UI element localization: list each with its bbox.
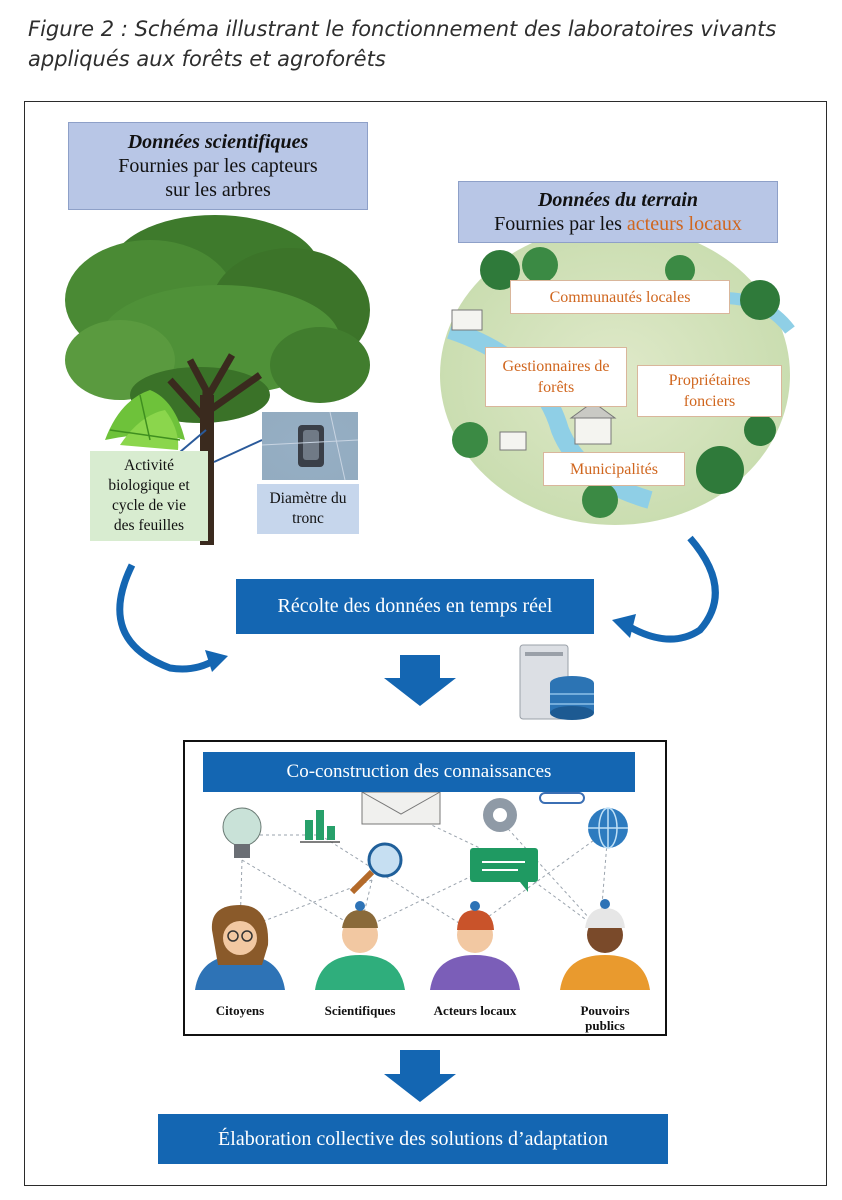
server-database-icon <box>519 644 594 720</box>
cloud-icon <box>539 792 585 804</box>
bar-chart-icon <box>300 810 340 843</box>
coconstruction-title: Co-construction des connaissances <box>203 752 635 792</box>
scientific-data-box: Données scientifiques Fournies par les c… <box>68 122 368 210</box>
collective-solutions-box: Élaboration collective des solutions d’a… <box>158 1114 668 1164</box>
actor-municipalities: Municipalités <box>543 452 685 486</box>
actor-owners-line: fonciers <box>683 393 736 410</box>
terrain-data-box: Données du terrain Fournies par les acte… <box>458 181 778 243</box>
scientific-data-title: Données scientifiques <box>127 131 309 153</box>
actor-managers-line: Gestionnaires de <box>502 358 610 375</box>
leaf-label-line: biologique et <box>108 477 190 494</box>
lightbulb-icon <box>222 807 262 858</box>
tree-icon <box>65 215 370 545</box>
scientific-data-line-2: sur les arbres <box>165 179 271 201</box>
terrain-line-prefix: Fournies par les <box>494 213 627 235</box>
actor-communities: Communautés locales <box>510 280 730 314</box>
citizens-label: Citoyens <box>215 1003 265 1018</box>
down-arrow-icon <box>384 655 456 706</box>
leaf-closeup-icon <box>105 390 185 450</box>
trunk-sensor-photo <box>261 411 359 481</box>
diagram-frame <box>24 101 827 1186</box>
figure-caption: Figure 2 : Schéma illustrant le fonction… <box>28 14 818 74</box>
local-actors-label: Acteurs locaux <box>433 1003 517 1018</box>
gear-icon <box>483 798 517 832</box>
down-arrow-icon <box>384 1050 456 1102</box>
leaf-activity-label: Activité biologique et cycle de vie des … <box>90 451 208 541</box>
local-actor-avatar <box>430 901 520 990</box>
leaf-label-line: des feuilles <box>113 517 185 534</box>
actor-owners-line: Propriétaires <box>668 372 751 389</box>
public-powers-line: publics <box>585 1018 625 1033</box>
real-time-collection-box: Récolte des données en temps réel <box>236 579 594 634</box>
terrain-line-highlight: acteurs locaux <box>626 213 742 235</box>
scientists-label: Scientifiques <box>324 1003 396 1018</box>
magnifier-icon <box>349 842 403 895</box>
envelope-icon <box>361 791 441 825</box>
terrain-data-line: Fournies par les acteurs locaux <box>494 212 742 236</box>
leaf-label-line: Activité <box>124 457 174 474</box>
terrain-data-title: Données du terrain <box>537 189 699 211</box>
actor-managers-line: forêts <box>537 379 575 396</box>
trunk-label-line: Diamètre du <box>269 490 347 507</box>
globe-icon <box>588 807 628 849</box>
caption-line-1: Figure 2 : Schéma illustrant le fonction… <box>28 17 777 41</box>
public-powers-label: Pouvoirs publics <box>545 1003 665 1033</box>
public-power-avatar <box>560 899 650 990</box>
right-curved-arrow-icon <box>612 535 719 643</box>
trunk-label-line: tronc <box>292 510 324 527</box>
actor-forest-managers: Gestionnaires de forêts <box>485 347 627 407</box>
speech-bubble-icon <box>470 848 538 892</box>
caption-line-2: appliqués aux forêts et agroforêts <box>28 47 386 71</box>
trunk-diameter-label: Diamètre du tronc <box>257 484 359 534</box>
actor-landowners: Propriétaires fonciers <box>637 365 782 417</box>
public-powers-line: Pouvoirs <box>580 1003 630 1018</box>
scientist-avatar <box>315 901 405 990</box>
left-curved-arrow-icon <box>116 563 228 673</box>
citizen-avatar <box>195 905 285 990</box>
scientific-data-line-1: Fournies par les capteurs <box>118 155 318 177</box>
leaf-label-line: cycle de vie <box>111 497 186 514</box>
